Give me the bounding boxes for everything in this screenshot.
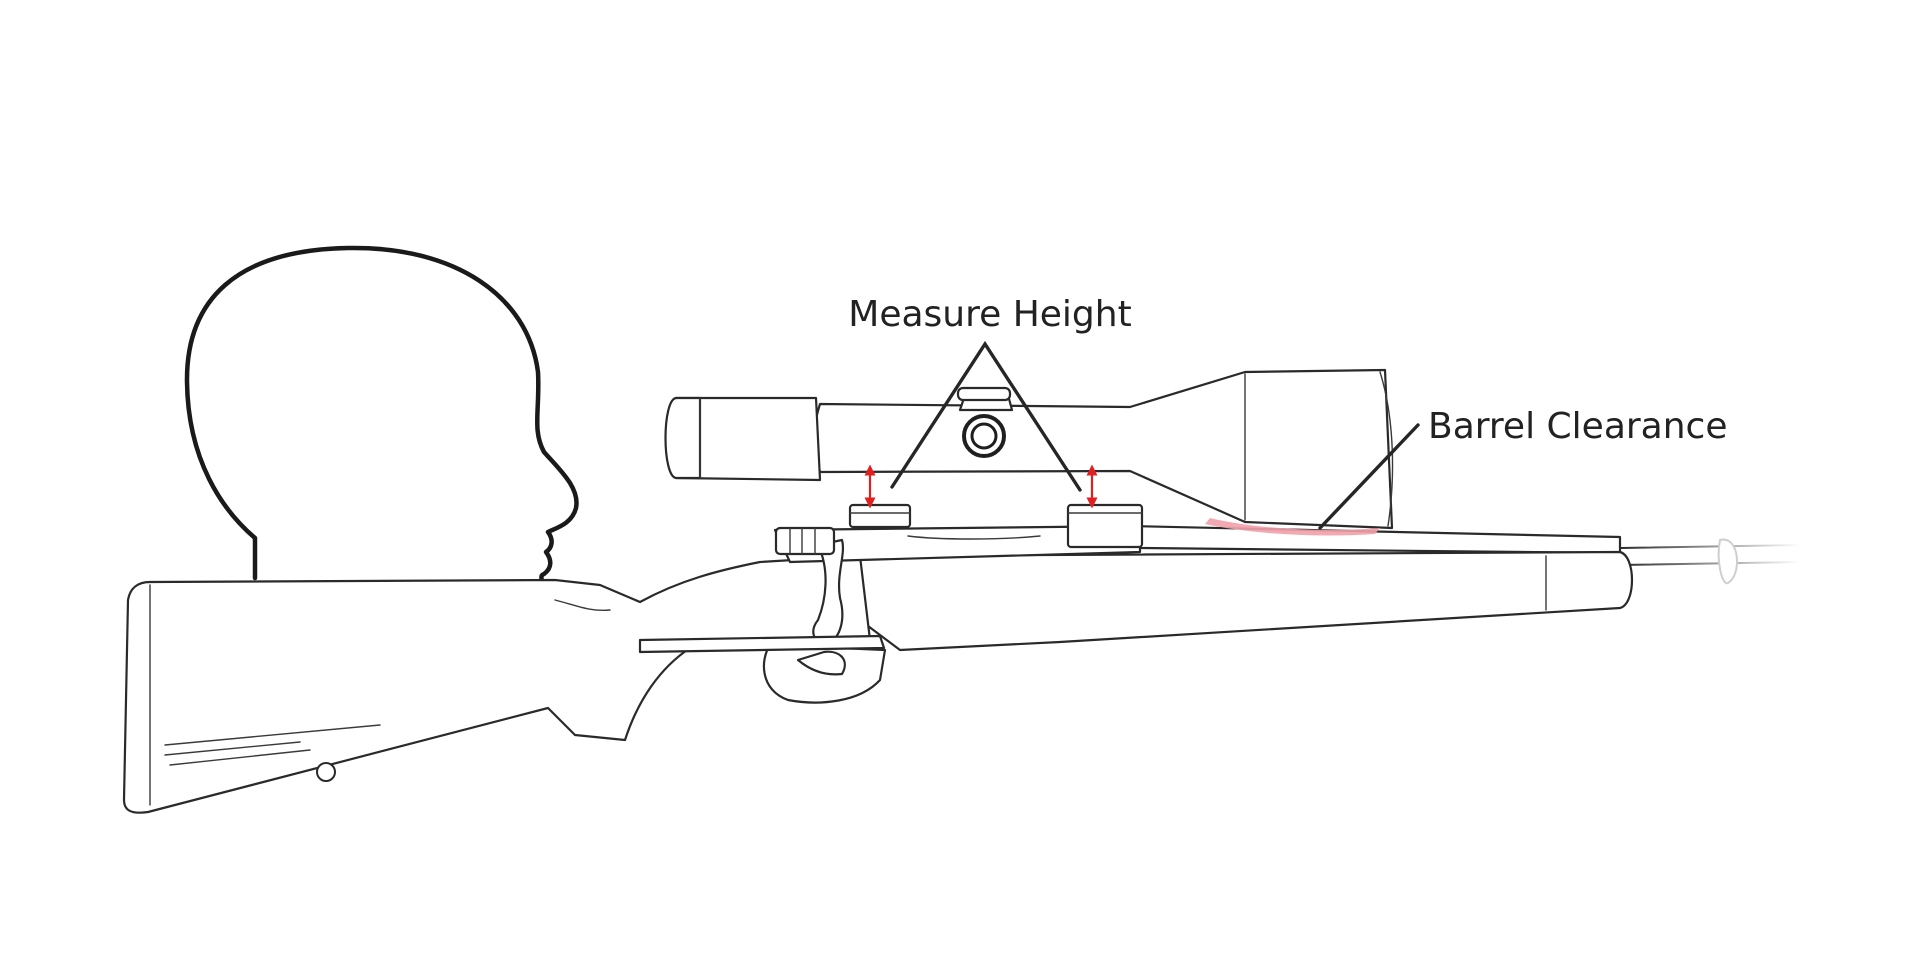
- rifle-stock: [122, 554, 872, 814]
- bolt-shroud: [774, 526, 836, 556]
- rifle-scope: [664, 368, 1394, 530]
- measure-height-label: Measure Height: [848, 294, 1131, 335]
- front-ring-mount: [1066, 503, 1144, 549]
- clearance-highlight: [1205, 518, 1380, 536]
- forend: [858, 550, 1633, 652]
- measure-height-leader: [890, 340, 1082, 492]
- barrel-clearance-leader: [1318, 423, 1420, 530]
- rear-ring-mount: [848, 503, 912, 529]
- head-silhouette: [184, 245, 579, 593]
- barrel-clearance-label: Barrel Clearance: [1428, 406, 1728, 447]
- muzzle-section: [1619, 538, 1801, 585]
- turret-dial-inner: [970, 422, 998, 450]
